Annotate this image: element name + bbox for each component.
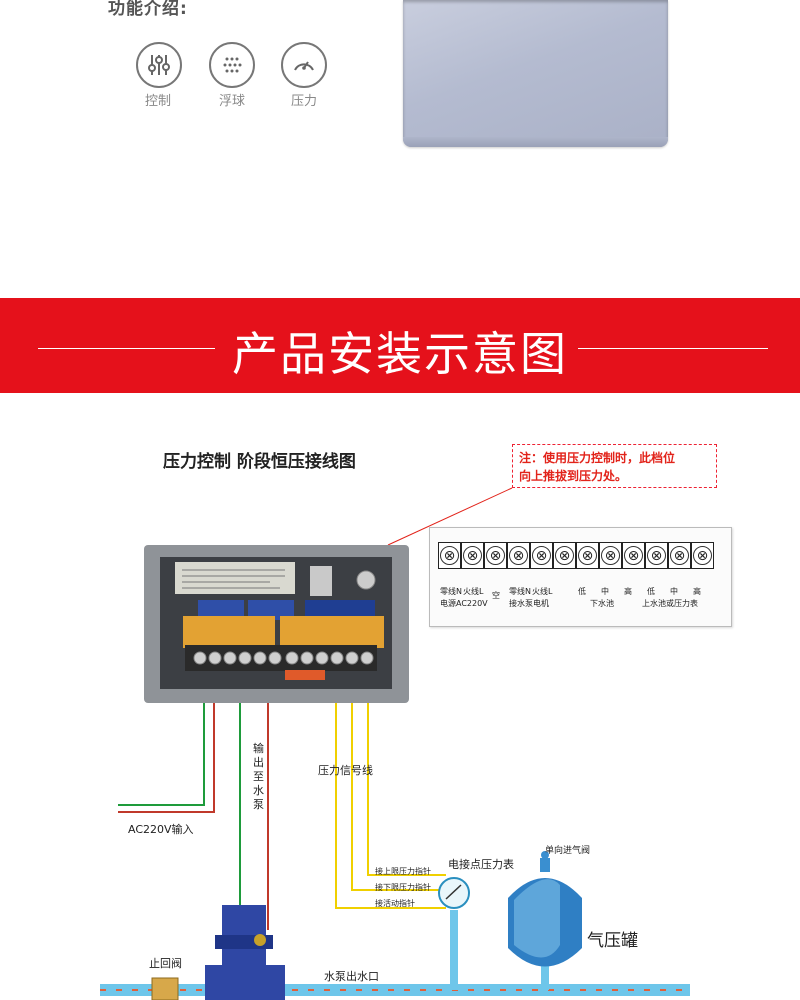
- terminal-6: ⊗: [553, 542, 576, 569]
- term-label-5: 低: [578, 587, 586, 596]
- label-pump-outlet: 水泵出水口: [324, 970, 379, 983]
- terminal-screw: ⊗: [509, 546, 528, 565]
- feature-label-float: 浮球: [218, 94, 245, 109]
- sliders-icon: [136, 42, 182, 88]
- terminal-screw: ⊗: [578, 546, 597, 565]
- feature-label-pressure: 压力: [290, 94, 317, 109]
- note-line-1: 注：使用压力控制时，此档位: [519, 451, 676, 465]
- term-label-8: 低: [647, 587, 655, 596]
- terminal-5: ⊗: [530, 542, 553, 569]
- terminal-screw: ⊗: [440, 546, 459, 565]
- label-intake-valve: 单向进气阀: [545, 846, 591, 856]
- banner-line-left: [38, 348, 215, 349]
- note-line-2: 向上推拔到压力处。: [519, 469, 628, 483]
- label-check-valve: 止回阀: [149, 957, 182, 970]
- gauge-symbol: [438, 877, 470, 909]
- check-valve: [151, 977, 179, 1000]
- features-heading: 功能介绍:: [108, 0, 188, 19]
- group-label-pump: 接水泵电机: [509, 599, 549, 608]
- group-label-upper-tank: 上水池或压力表: [642, 599, 698, 608]
- terminal-screw: ⊗: [486, 546, 505, 565]
- label-output-to-pump: 输出至水泵: [253, 742, 264, 811]
- term-label-7: 高: [624, 587, 632, 596]
- terminal-screw: ⊗: [532, 546, 551, 565]
- term-label-2: 火线L: [463, 587, 484, 596]
- terminal-12: ⊗: [691, 542, 714, 569]
- label-ac-input: AC220V输入: [128, 823, 194, 836]
- note-box: 注：使用压力控制时，此档位 向上推拔到压力处。: [512, 444, 717, 488]
- terminal-screw: ⊗: [463, 546, 482, 565]
- term-label-4: 火线L: [532, 587, 553, 596]
- label-wire-moving: 接活动指针: [375, 899, 415, 908]
- terminal-11: ⊗: [668, 542, 691, 569]
- terminal-4: ⊗: [507, 542, 530, 569]
- green-wire-1: [118, 690, 205, 806]
- terminal-1: ⊗: [438, 542, 461, 569]
- terminal-screw: ⊗: [693, 546, 712, 565]
- gauge-icon: [281, 42, 327, 88]
- label-tank: 气压罐: [587, 931, 638, 951]
- banner-line-right: [578, 348, 768, 349]
- terminal-8: ⊗: [599, 542, 622, 569]
- terminal-screw: ⊗: [555, 546, 574, 565]
- label-gauge: 电接点压力表: [448, 858, 514, 871]
- term-label-1: 零线N: [440, 587, 462, 596]
- label-pressure-signal: 压力信号线: [318, 764, 373, 777]
- label-wire-upper: 接上限压力指针: [375, 867, 431, 876]
- terminal-panel: ⊗ ⊗ ⊗ ⊗ ⊗ ⊗ ⊗ ⊗ ⊗ ⊗ ⊗ ⊗ 零线N 火线L 空 零线N 火线…: [429, 527, 732, 627]
- banner-title: 产品安装示意图: [232, 327, 568, 381]
- term-label-9: 中: [670, 587, 678, 596]
- terminal-10: ⊗: [645, 542, 668, 569]
- term-label-3: 零线N: [509, 587, 531, 596]
- group-label-lower-tank: 下水池: [590, 599, 614, 608]
- diagram-title: 压力控制 阶段恒压接线图: [163, 452, 356, 472]
- terminal-2: ⊗: [461, 542, 484, 569]
- red-wire-1: [118, 690, 215, 813]
- terminal-screw: ⊗: [670, 546, 689, 565]
- terminal-screw: ⊗: [624, 546, 643, 565]
- feature-label-control: 控制: [144, 94, 171, 109]
- terminal-screw: ⊗: [647, 546, 666, 565]
- label-wire-lower: 接下限压力指针: [375, 883, 431, 892]
- terminal-screw: ⊗: [601, 546, 620, 565]
- dots-icon: [209, 42, 255, 88]
- group-label-power: 电源AC220V: [440, 599, 488, 608]
- terminal-9: ⊗: [622, 542, 645, 569]
- product-cover-image: [403, 0, 668, 147]
- terminal-row: ⊗ ⊗ ⊗ ⊗ ⊗ ⊗ ⊗ ⊗ ⊗ ⊗ ⊗ ⊗: [438, 542, 714, 569]
- section-banner: [0, 298, 800, 393]
- terminal-7: ⊗: [576, 542, 599, 569]
- term-label-6: 中: [601, 587, 609, 596]
- term-label-space: 空: [492, 591, 500, 600]
- terminal-3: ⊗: [484, 542, 507, 569]
- term-label-10: 高: [693, 587, 701, 596]
